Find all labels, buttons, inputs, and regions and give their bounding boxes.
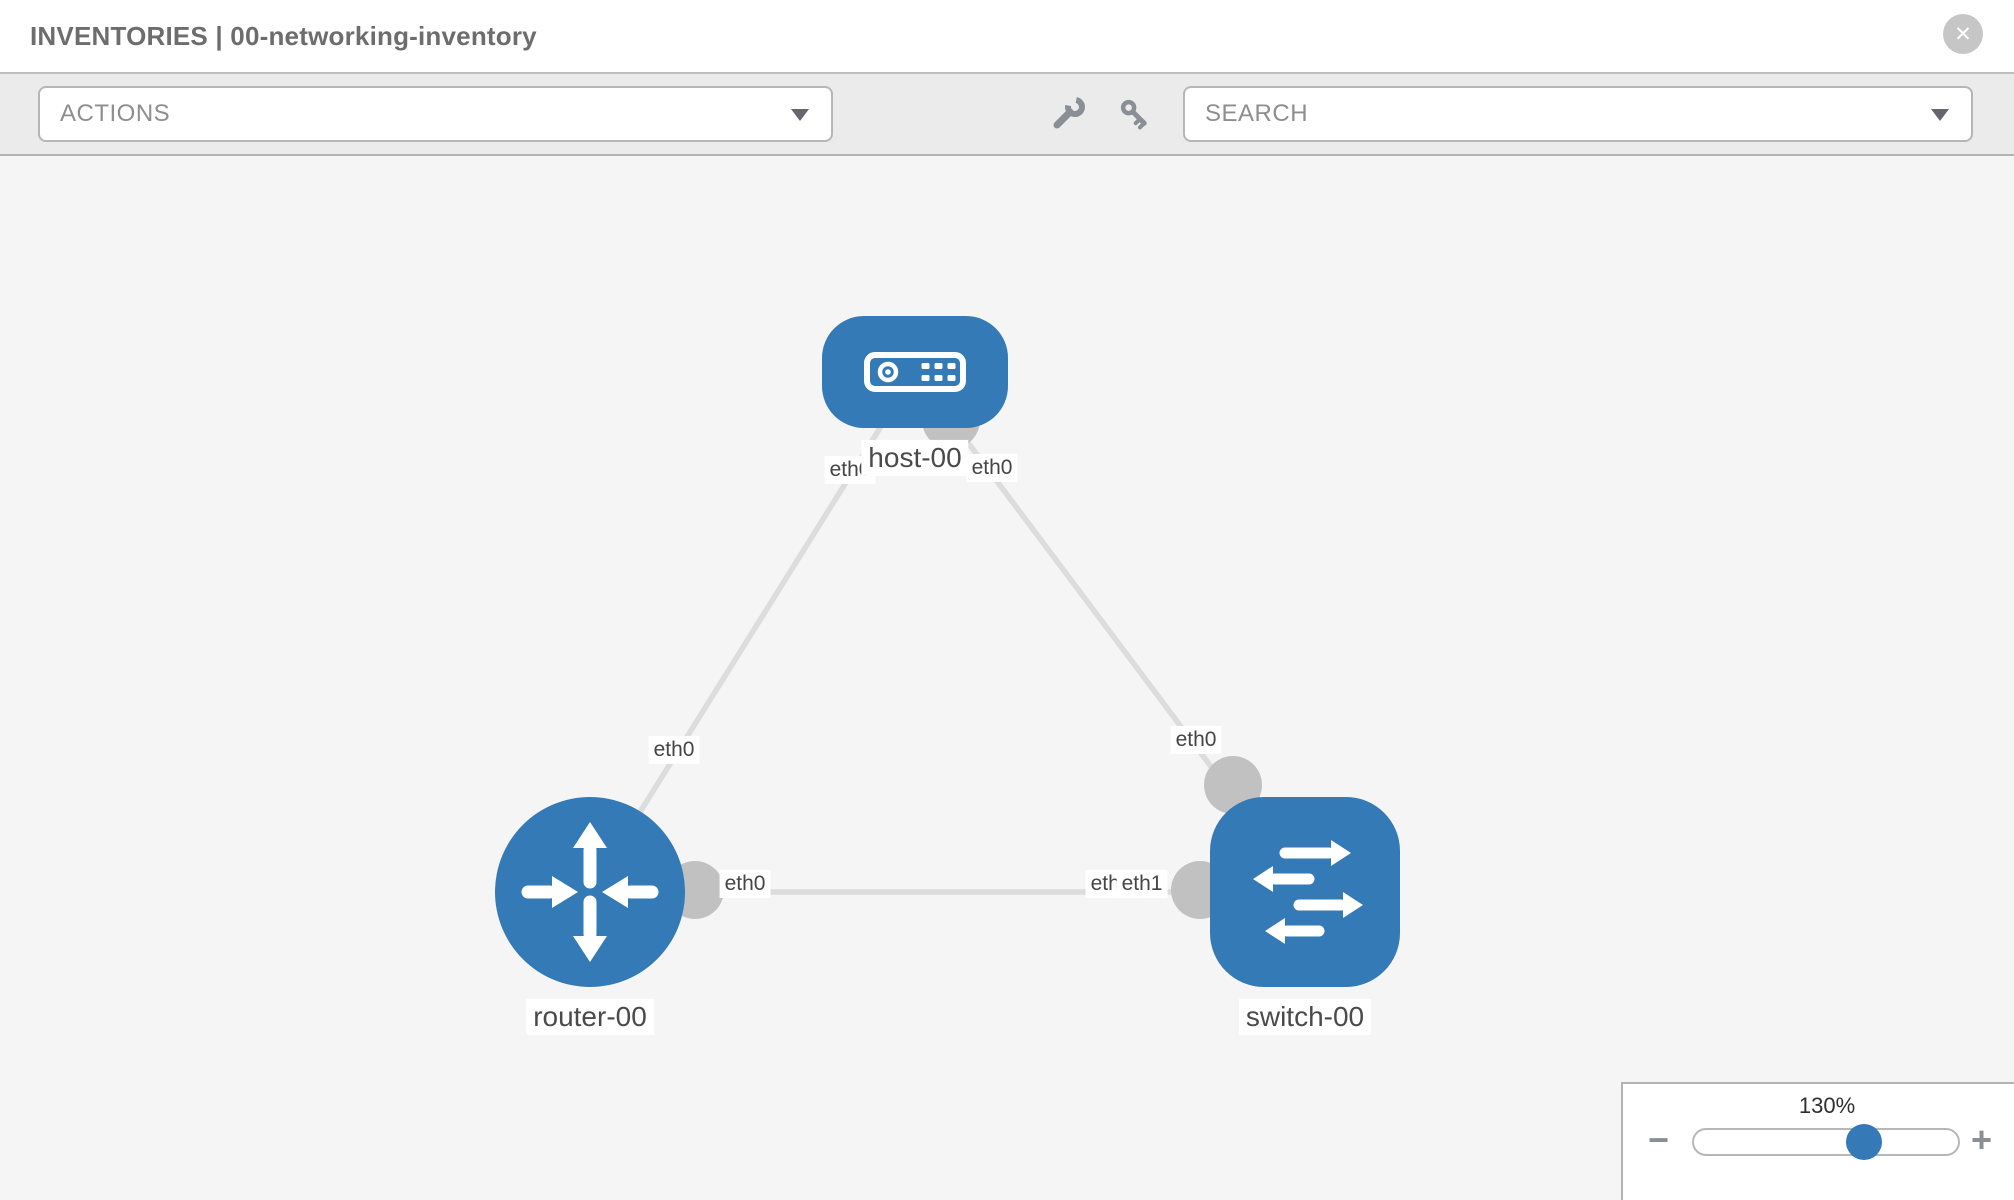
actions-dropdown-label: ACTIONS [60,100,171,127]
credentials-button[interactable] [1113,94,1157,138]
header: INVENTORIES | 00-networking-inventory ✕ [0,0,2014,72]
zoom-slider-thumb[interactable] [1846,1124,1882,1160]
key-icon [1115,94,1155,139]
router-icon [521,822,659,962]
link-connector[interactable] [1204,756,1262,814]
actions-dropdown[interactable]: ACTIONS [38,86,833,142]
zoom-level-value: 130% [1798,1093,1856,1118]
chevron-down-icon [791,109,809,121]
configure-button[interactable] [1046,94,1090,138]
toolbar: ACTIONS [0,72,2014,156]
wrench-icon [1048,94,1088,139]
topology-svg [495,316,1400,987]
zoom-slider-track[interactable] [1692,1124,1960,1160]
switch-icon [1253,840,1363,944]
page-title: INVENTORIES | 00-networking-inventory [30,20,537,51]
close-button[interactable]: ✕ [1943,14,1983,54]
close-icon: ✕ [1954,22,1972,46]
zoom-in-button[interactable]: + [1971,1119,1993,1160]
search-dropdown[interactable]: SEARCH [1183,86,1973,142]
zoom-out-button[interactable]: − [1648,1119,1670,1160]
node-host-00[interactable] [822,316,1008,428]
node-switch-00[interactable] [1210,797,1400,987]
zoom-control-panel: 130% − + [1621,1082,2014,1200]
chevron-down-icon [1931,109,1949,121]
host-icon [864,352,966,392]
search-dropdown-label: SEARCH [1205,100,1309,127]
node-router-00[interactable] [495,797,685,987]
